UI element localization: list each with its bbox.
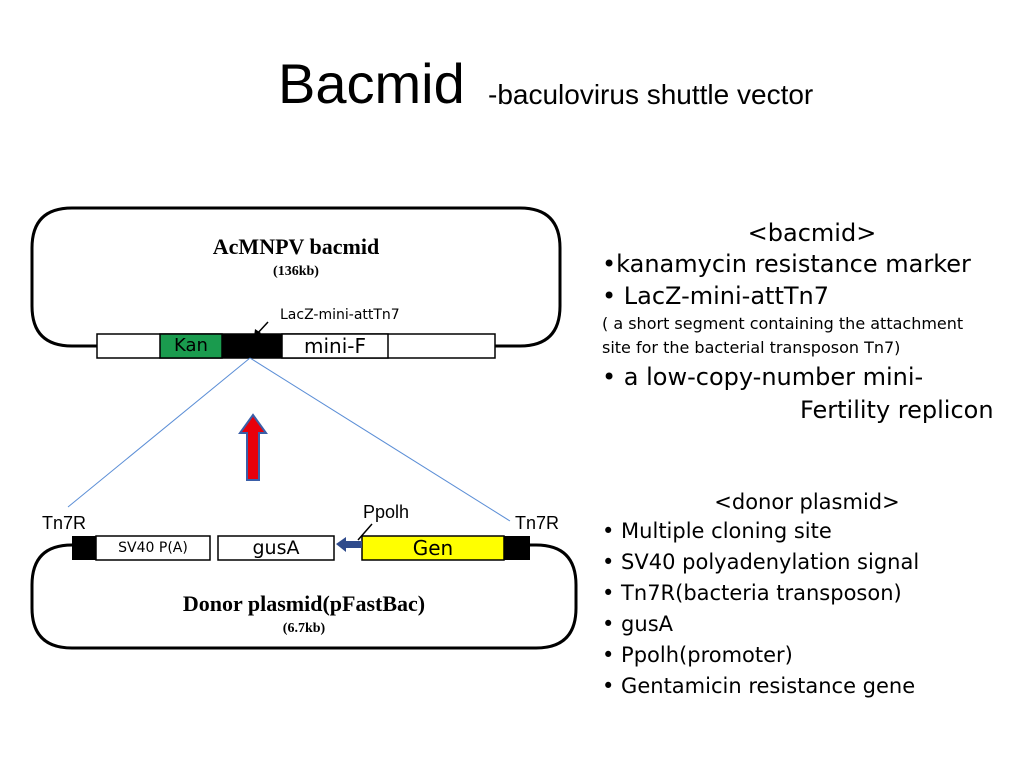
insertion-line-right	[249, 357, 511, 522]
bacmid-info: <bacmid> •kanamycin resistance marker • …	[602, 218, 1022, 426]
donor-info-item: • SV40 polyadenylation signal	[602, 550, 920, 574]
lacz-label: LacZ-mini-attTn7	[280, 307, 400, 323]
ppolh-pointer	[357, 523, 373, 541]
attTn7-segment	[222, 334, 282, 358]
bacmid-info-note: site for the bacterial transposon Tn7)	[602, 338, 901, 357]
bacmid-size: (136kb)	[273, 264, 319, 279]
donor-info-heading: <donor plasmid>	[714, 490, 900, 514]
gusa-label: gusA	[252, 537, 300, 559]
donor-info-item: • Multiple cloning site	[602, 519, 832, 543]
page-title: Bacmid	[278, 52, 465, 115]
tn7r-left-label: Tn7R	[42, 513, 87, 533]
bacmid-info-item: Fertility replicon	[800, 396, 994, 424]
kan-label: Kan	[174, 335, 208, 356]
donor-info-item: • Ppolh(promoter)	[602, 643, 793, 667]
gen-label: Gen	[412, 536, 454, 560]
sv40-segment	[95, 535, 211, 561]
bacmid-info-heading: <bacmid>	[747, 219, 877, 247]
kan-segment	[159, 333, 223, 359]
bacmid-outline	[30, 206, 562, 348]
ppolh-arrow	[336, 537, 362, 552]
sv40-label: SV40 P(A)	[118, 540, 188, 556]
bacmid-info-item: • a low-copy-number mini-	[602, 363, 924, 391]
donor-size: (6.7kb)	[282, 621, 326, 636]
donor-name: Donor plasmid(pFastBac)	[182, 591, 426, 616]
ppolh-label: Ppolh	[363, 502, 410, 522]
lacz-pointer-head	[254, 329, 261, 337]
tn7r-right-segment	[504, 536, 530, 560]
transposition-arrow	[238, 413, 268, 481]
mini-f-segment	[281, 333, 389, 359]
tn7r-left-segment	[72, 536, 96, 560]
donor-info-item: • Gentamicin resistance gene	[602, 674, 916, 698]
page-subtitle: -baculovirus shuttle vector	[488, 79, 814, 110]
bacmid-info-note: ( a short segment containing the attachm…	[602, 314, 964, 333]
donor-outline	[30, 543, 578, 650]
insertion-line-left	[67, 357, 251, 508]
bacmid-info-item: • LacZ-mini-attTn7	[602, 282, 829, 310]
bacmid-name: AcMNPV bacmid	[212, 234, 380, 259]
donor-info: <donor plasmid> • Multiple cloning site …	[602, 488, 1012, 702]
gusa-segment	[217, 535, 335, 561]
donor-info-item: • gusA	[602, 612, 674, 636]
tn7r-right-label: Tn7R	[515, 513, 560, 533]
mini-f-label: mini-F	[304, 334, 366, 358]
bacmid-info-item: •kanamycin resistance marker	[602, 250, 971, 278]
donor-info-item: • Tn7R(bacteria transposon)	[602, 581, 902, 605]
